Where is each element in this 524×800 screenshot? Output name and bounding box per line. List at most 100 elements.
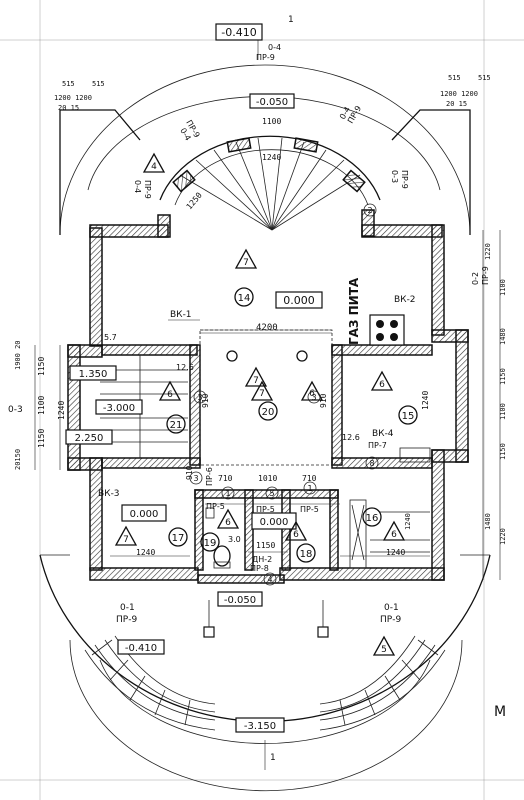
label-vk4: ВК-4: [372, 429, 394, 439]
level-box-porch-top: [249, 93, 295, 109]
svg-text:515: 515: [92, 80, 105, 88]
label-dn2: ДН-2: [252, 555, 272, 564]
section-top-sheet2: ПР-9: [256, 53, 275, 62]
svg-text:710: 710: [302, 474, 317, 483]
level-box-top: [215, 23, 263, 41]
level-hall: 0.000: [283, 294, 315, 307]
section-top-number: 1: [288, 15, 294, 25]
svg-text:515: 515: [62, 80, 75, 88]
svg-text:6: 6: [391, 530, 397, 540]
section-left: 0-3: [8, 405, 23, 415]
label-pr6: ПР-6: [205, 467, 214, 486]
section-right-sheet: ПР-9: [481, 266, 490, 285]
level-left-landing-3: 2.250: [75, 433, 104, 444]
section-right: 0-2: [471, 272, 480, 285]
svg-text:4: 4: [151, 162, 157, 172]
svg-text:4200: 4200: [256, 323, 278, 333]
svg-text:6: 6: [309, 389, 315, 399]
svg-text:1240: 1240: [57, 401, 66, 420]
svg-text:1100: 1100: [499, 279, 507, 296]
room-21: 21: [170, 420, 183, 431]
label-30: 3.0: [228, 535, 241, 544]
room-17: 17: [172, 533, 185, 544]
svg-text:1480: 1480: [484, 513, 492, 530]
level-left-landing-1: 1.350: [79, 369, 108, 380]
svg-text:1150: 1150: [499, 443, 507, 460]
svg-text:8: 8: [369, 459, 374, 468]
section-bay-far-left-sheet: ПР-9: [143, 180, 152, 199]
svg-text:1240: 1240: [262, 153, 281, 162]
level-box-hall: [275, 291, 323, 309]
svg-text:1010: 1010: [258, 474, 277, 483]
svg-text:910: 910: [201, 393, 210, 408]
section-bottom-left: 0-1: [120, 603, 135, 613]
svg-text:3: 3: [311, 393, 316, 402]
room-20: 20: [262, 407, 275, 418]
section-bottom-arrow: 1: [270, 753, 276, 763]
section-bay-right-2-sheet: ПР-9: [400, 170, 409, 189]
svg-text:20150: 20150: [14, 449, 22, 470]
level-left-landing-2: -3.000: [103, 403, 135, 414]
svg-text:1220: 1220: [499, 528, 507, 545]
svg-text:1100: 1100: [499, 403, 507, 420]
svg-text:1240: 1240: [136, 548, 155, 557]
level-top: -0.410: [221, 26, 256, 39]
label-vk3: ВК-3: [98, 489, 120, 499]
svg-text:910: 910: [319, 393, 328, 408]
outer-arcs: [39, 64, 491, 792]
svg-text:515: 515: [478, 74, 491, 82]
level-bath: 0.000: [260, 517, 289, 528]
svg-text:1100: 1100: [37, 396, 46, 415]
svg-text:515: 515: [448, 74, 461, 82]
bottom-fan-stairs: [84, 635, 446, 731]
level-marks: -0.410 -0.050 0.000 1.350 -3.000 2.250 0…: [65, 23, 323, 733]
svg-text:1200 1200: 1200 1200: [54, 94, 92, 102]
level-porch-top: -0.050: [256, 97, 288, 108]
svg-text:1240: 1240: [386, 548, 405, 557]
svg-text:7: 7: [243, 258, 249, 268]
section-bottom-left-sheet: ПР-9: [116, 615, 137, 625]
section-bay-right-2: 0-3: [390, 170, 399, 183]
svg-text:1250: 1250: [185, 191, 204, 212]
label-gas: ГАЗ ПИТА: [347, 277, 361, 345]
svg-text:5: 5: [269, 489, 274, 498]
label-pr7: ПР-7: [368, 441, 387, 450]
svg-text:20 15: 20 15: [446, 100, 467, 108]
svg-text:910: 910: [185, 465, 194, 480]
room-18: 18: [300, 549, 313, 560]
svg-text:5: 5: [381, 645, 387, 655]
label-pr5b: ПР-5: [256, 505, 275, 514]
corner-letter: M: [494, 704, 506, 720]
label-vk2: ВК-2: [394, 295, 416, 305]
svg-text:4: 4: [267, 575, 272, 584]
section-bottom-right-sheet: ПР-9: [380, 615, 401, 625]
dimension-texts: 1100 1240 1250 4200 910 910 910 1240 710…: [14, 74, 507, 557]
svg-text:7: 7: [259, 389, 265, 399]
radial-stair-top: [159, 135, 381, 231]
level-bottom: -3.150: [244, 721, 276, 732]
level-entry: -0.050: [224, 595, 256, 606]
svg-text:1240: 1240: [404, 513, 412, 530]
svg-text:1150: 1150: [37, 429, 46, 448]
svg-text:1200 1200: 1200 1200: [440, 90, 478, 98]
svg-text:1100: 1100: [262, 117, 281, 126]
section-bay-far-left: 0-4: [133, 180, 142, 193]
svg-text:1: 1: [307, 484, 312, 493]
element-labels: ВК-1 ВК-2 ВК-3 ВК-4 ГАЗ ПИТА ПР-5 ПР-5 П…: [98, 277, 416, 573]
svg-text:1220: 1220: [484, 243, 492, 260]
label-pr5c: ПР-5: [300, 505, 319, 514]
svg-text:6: 6: [167, 390, 173, 400]
svg-text:1150: 1150: [256, 541, 275, 550]
room-19: 19: [204, 538, 217, 549]
svg-text:1150: 1150: [37, 357, 46, 376]
triangle-markers: 7 7 6 6 7 6 6 6 5 4 7 6: [114, 152, 406, 656]
svg-text:6: 6: [225, 518, 231, 528]
svg-text:7: 7: [253, 376, 259, 386]
svg-text:6: 6: [293, 530, 299, 540]
svg-text:1150: 1150: [499, 368, 507, 385]
svg-text:1: 1: [225, 489, 230, 498]
svg-text:7: 7: [123, 535, 129, 545]
svg-text:20 15: 20 15: [58, 104, 79, 112]
room-15: 15: [402, 411, 415, 422]
svg-text:3: 3: [193, 474, 198, 483]
